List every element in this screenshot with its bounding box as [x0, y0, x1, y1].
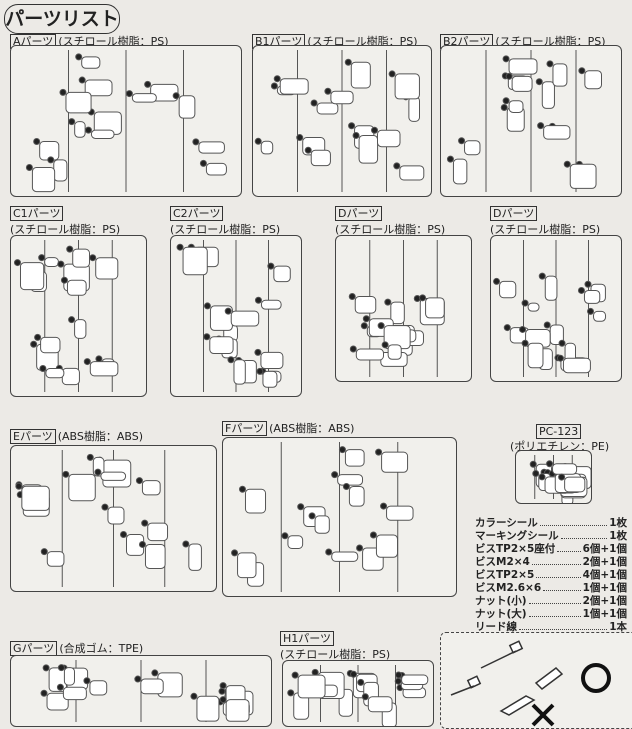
part-material: (合成ゴム：TPE)	[59, 642, 144, 655]
sprue-c1	[10, 235, 147, 397]
sprue-c2	[170, 235, 302, 397]
sprue-e	[10, 445, 217, 592]
accessory-item: ビスTP2×5座付 6個+1個	[475, 543, 627, 556]
part-tag: B2パーツ	[440, 34, 494, 49]
circle-mark-icon	[581, 663, 611, 693]
part-label-a: Aパーツ(スチロール樹脂：PS)	[10, 33, 169, 49]
part-material: (スチロール樹脂：PS)	[495, 35, 606, 48]
part-tag: B1パーツ	[252, 34, 306, 49]
part-material: (スチロール樹脂：PS)	[490, 223, 601, 236]
accessory-qty: 2個+1個	[582, 556, 627, 568]
accessory-qty: 2個+1個	[582, 595, 627, 607]
accessory-qty: 1個+1個	[582, 608, 627, 620]
accessory-item: ビスTP2×5 4個+1個	[475, 569, 627, 582]
part-tag: C2パーツ	[170, 206, 224, 221]
accessory-qty: 6個+1個	[582, 543, 627, 555]
cross-mark-icon	[531, 703, 555, 727]
accessory-name: リード線	[475, 621, 517, 633]
accessory-name: カラーシール	[475, 517, 538, 529]
sprue-a	[10, 45, 242, 197]
accessory-name: ナット(大)	[475, 608, 527, 620]
accessory-item: ビスM2×4 2個+1個	[475, 556, 627, 569]
part-material: (スチロール樹脂：PS)	[170, 223, 281, 236]
sprue-g	[10, 655, 272, 727]
accessory-item: カラーシール 1枚	[475, 517, 627, 530]
part-tag: H1パーツ	[280, 631, 335, 646]
part-material: (スチロール樹脂：PS)	[335, 223, 446, 236]
accessory-qty: 1個+1個	[582, 582, 627, 594]
accessory-item: マーキングシール 1枚	[475, 530, 627, 543]
accessory-name: マーキングシール	[475, 530, 559, 542]
sprue-b1	[252, 45, 432, 197]
screw-icon	[450, 640, 564, 716]
part-tag: Gパーツ	[10, 641, 58, 656]
part-label-b2: B2パーツ(スチロール樹脂：PS)	[440, 33, 606, 49]
part-label-h1: H1パーツ (スチロール樹脂：PS)	[280, 630, 390, 662]
part-tag: Aパーツ	[10, 34, 57, 49]
screw-usage-diagram	[440, 632, 632, 729]
part-label-e: Eパーツ(ABS樹脂：ABS)	[10, 428, 143, 444]
part-label-pc: PC-123(ポリエチレン：PE)	[510, 424, 610, 454]
accessory-item: リード線 1本	[475, 621, 627, 634]
accessory-name: ビスTP2×5	[475, 569, 535, 581]
accessory-item: ナット(大) 1個+1個	[475, 608, 627, 621]
accessory-item: ナット(小) 2個+1個	[475, 595, 627, 608]
page-title: パーツリスト	[4, 4, 120, 34]
part-material: (ABS樹脂：ABS)	[269, 422, 355, 435]
part-material: (スチロール樹脂：PS)	[10, 223, 121, 236]
part-label-g: Gパーツ(合成ゴム：TPE)	[10, 640, 143, 656]
accessory-qty: 1枚	[609, 517, 627, 529]
sprue-h1	[282, 660, 434, 727]
part-tag: PC-123	[535, 424, 582, 439]
accessory-name: ナット(小)	[475, 595, 527, 607]
part-material: (ABS樹脂：ABS)	[57, 430, 144, 443]
accessory-name: ビスM2.6×6	[475, 582, 542, 594]
sprue-d2	[490, 235, 622, 382]
part-label-d1: Dパーツ (スチロール樹脂：PS)	[335, 205, 445, 237]
part-label-f: Fパーツ(ABS樹脂：ABS)	[222, 420, 354, 436]
part-tag: Fパーツ	[222, 421, 268, 436]
part-label-d2: Dパーツ (スチロール樹脂：PS)	[490, 205, 600, 237]
part-label-c1: C1パーツ (スチロール樹脂：PS)	[10, 205, 120, 237]
part-material: (ポリエチレン：PE)	[510, 440, 610, 453]
accessory-qty: 1本	[609, 621, 627, 633]
accessory-name: ビスTP2×5座付	[475, 543, 556, 555]
part-material: (スチロール樹脂：PS)	[280, 648, 391, 661]
accessory-item: ビスM2.6×6 1個+1個	[475, 582, 627, 595]
part-tag: Dパーツ	[490, 206, 538, 221]
part-label-b1: B1パーツ(スチロール樹脂：PS)	[252, 33, 418, 49]
sprue-f	[222, 437, 457, 597]
part-label-c2: C2パーツ (スチロール樹脂：PS)	[170, 205, 280, 237]
part-tag: C1パーツ	[10, 206, 64, 221]
part-material: (スチロール樹脂：PS)	[58, 35, 169, 48]
sprue-b2	[440, 45, 622, 197]
sprue-d1	[335, 235, 472, 382]
part-material: (スチロール樹脂：PS)	[307, 35, 418, 48]
accessory-qty: 4個+1個	[582, 569, 627, 581]
accessory-qty: 1枚	[609, 530, 627, 542]
accessory-name: ビスM2×4	[475, 556, 530, 568]
part-tag: Dパーツ	[335, 206, 383, 221]
part-tag: Eパーツ	[10, 429, 56, 444]
sprue-pc	[515, 450, 592, 504]
